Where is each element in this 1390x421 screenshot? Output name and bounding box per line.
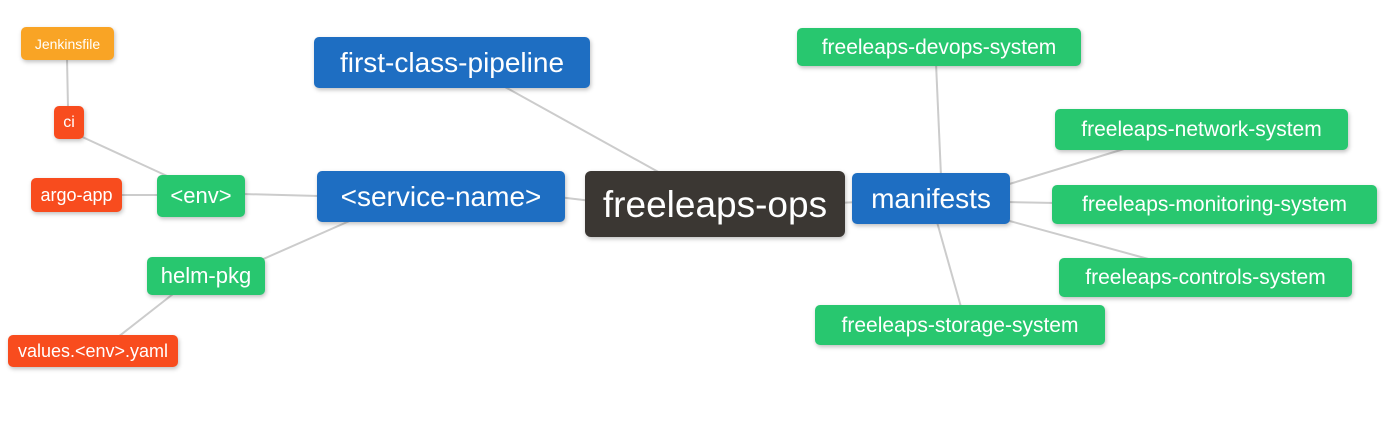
- edge-pipeline-root: [504, 86, 663, 175]
- node-service-name[interactable]: <service-name>: [317, 171, 565, 222]
- node-env[interactable]: <env>: [157, 175, 245, 217]
- node-helm-pkg[interactable]: helm-pkg: [147, 257, 265, 295]
- node-monitoring-system[interactable]: freeleaps-monitoring-system: [1052, 185, 1377, 224]
- edge-manifests-controls: [1005, 219, 1153, 261]
- edge-manifests-network: [1005, 148, 1125, 186]
- node-controls-system[interactable]: freeleaps-controls-system: [1059, 258, 1352, 297]
- edge-manifests-monitoring: [1005, 201, 1057, 204]
- edge-helm-pkg-service-name: [260, 218, 355, 261]
- edge-values-helm-pkg: [117, 293, 174, 338]
- edge-jenkinsfile-ci: [66, 57, 69, 109]
- node-storage-system[interactable]: freeleaps-storage-system: [815, 305, 1105, 345]
- edge-env-service-name: [242, 193, 320, 197]
- node-ci[interactable]: ci: [54, 106, 84, 139]
- edge-manifests-devops: [935, 62, 942, 177]
- node-argo-app[interactable]: argo-app: [31, 178, 122, 212]
- node-network-system[interactable]: freeleaps-network-system: [1055, 109, 1348, 150]
- node-values-env-yaml[interactable]: values.<env>.yaml: [8, 335, 178, 367]
- edge-ci-env: [77, 134, 179, 182]
- node-first-class-pipeline[interactable]: first-class-pipeline: [314, 37, 590, 88]
- node-freeleaps-ops-root[interactable]: freeleaps-ops: [585, 171, 845, 237]
- node-manifests[interactable]: manifests: [852, 173, 1010, 224]
- node-jenkinsfile[interactable]: Jenkinsfile: [21, 27, 114, 60]
- edge-manifests-storage: [936, 221, 962, 308]
- node-devops-system[interactable]: freeleaps-devops-system: [797, 28, 1081, 66]
